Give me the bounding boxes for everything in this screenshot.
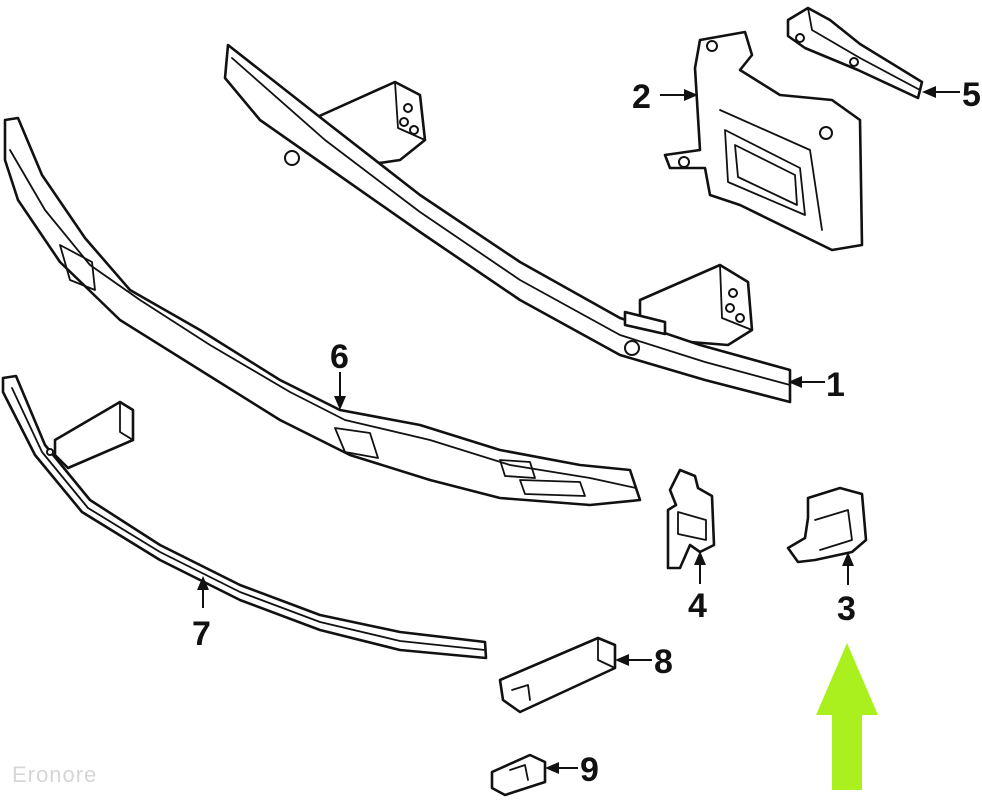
part-7-lower-bar	[1, 374, 488, 660]
part-3-bracket-edge	[814, 509, 853, 551]
arrowhead-2	[684, 89, 698, 101]
part-2-bracket-window-inner	[734, 144, 798, 206]
part-2-bolt-hole	[706, 40, 718, 52]
part-5-bolt-hole	[795, 33, 805, 43]
leader-lines	[197, 86, 960, 774]
part-5-strip-body	[786, 6, 924, 100]
part-1-bolt-hole	[399, 117, 409, 127]
part-6-absorber-body	[3, 116, 642, 507]
part-8-beam-edge	[597, 637, 616, 669]
part-5-strip-edge	[807, 7, 921, 91]
part-2-bracket	[663, 30, 864, 252]
part-9-clip-detail	[509, 764, 529, 781]
part-7-bar-body	[1, 374, 488, 660]
part-1-bar-hole	[624, 340, 640, 356]
part-9-clip-body	[490, 753, 547, 797]
part-7-lower-arm	[53, 400, 135, 470]
part-1-bar-hole	[284, 150, 300, 166]
part-2-bracket-edge	[719, 109, 823, 231]
part-6-absorber-pocket	[334, 427, 379, 459]
part-5-bolt-hole	[849, 57, 859, 67]
watermark-text: Eronore	[12, 762, 97, 787]
arrowhead-4	[694, 551, 706, 565]
arrowhead-9	[545, 762, 559, 774]
part-1-bolt-hole	[725, 303, 735, 313]
arrowhead-5	[922, 86, 936, 98]
part-6-absorber-pocket	[519, 479, 586, 497]
arrowhead-7	[197, 576, 209, 590]
callout-6: 6	[330, 338, 349, 376]
part-8-beam-tab	[511, 684, 531, 701]
part-1-reinforcement-bar	[223, 43, 792, 404]
part-6-absorber-pocket	[59, 244, 96, 291]
callout-9: 9	[580, 751, 599, 789]
part-1-bar-ridge	[231, 57, 791, 386]
part-1-bolt-hole	[409, 125, 419, 135]
arrowhead-8	[615, 654, 629, 666]
part-1-bolt-hole	[728, 288, 738, 298]
arrowhead-1	[788, 376, 802, 388]
callout-7: 7	[192, 615, 211, 653]
arrowhead-6	[334, 396, 346, 410]
part-6-absorber-pocket	[499, 459, 536, 479]
part-5-strip-bracket	[786, 6, 924, 100]
part-6-absorber-ridge	[9, 149, 637, 489]
part-2-bolt-hole	[678, 156, 690, 168]
callout-8: 8	[654, 643, 673, 681]
part-4-bracket-body	[666, 468, 716, 570]
part-3-side-bracket	[786, 486, 868, 564]
callout-4: 4	[688, 587, 707, 625]
callout-1: 1	[826, 366, 845, 404]
part-4-small-bracket	[666, 468, 716, 570]
part-7-arm-edge	[119, 401, 134, 441]
part-4-bracket-window	[677, 511, 707, 541]
arrowhead-3	[842, 552, 854, 566]
part-2-bracket-window	[724, 129, 806, 216]
part-6-energy-absorber	[3, 116, 642, 507]
part-7-bolt-hole	[46, 448, 54, 456]
callout-3: 3	[837, 590, 856, 628]
part-1-bolt-hole	[735, 313, 745, 323]
part-1-bolt-hole	[403, 103, 413, 113]
highlight-arrow-icon	[816, 643, 878, 790]
part-1-bar-body	[223, 43, 792, 404]
part-2-bolt-hole	[819, 126, 833, 140]
callout-2: 2	[632, 78, 651, 116]
part-1-bar-tab	[623, 310, 667, 336]
callout-5: 5	[962, 76, 981, 114]
part-9-clip	[490, 753, 547, 797]
part-1-arm-edge	[394, 81, 426, 141]
part-3-bracket-body	[786, 486, 868, 564]
part-7-bar-ridge	[11, 387, 486, 651]
part-8-box-beam	[498, 636, 617, 714]
part-1-arm-edge	[719, 264, 753, 331]
part-2-bracket-body	[663, 30, 864, 252]
callout-labels: 1 2 3 4 5 6 7 8 9	[192, 76, 981, 789]
